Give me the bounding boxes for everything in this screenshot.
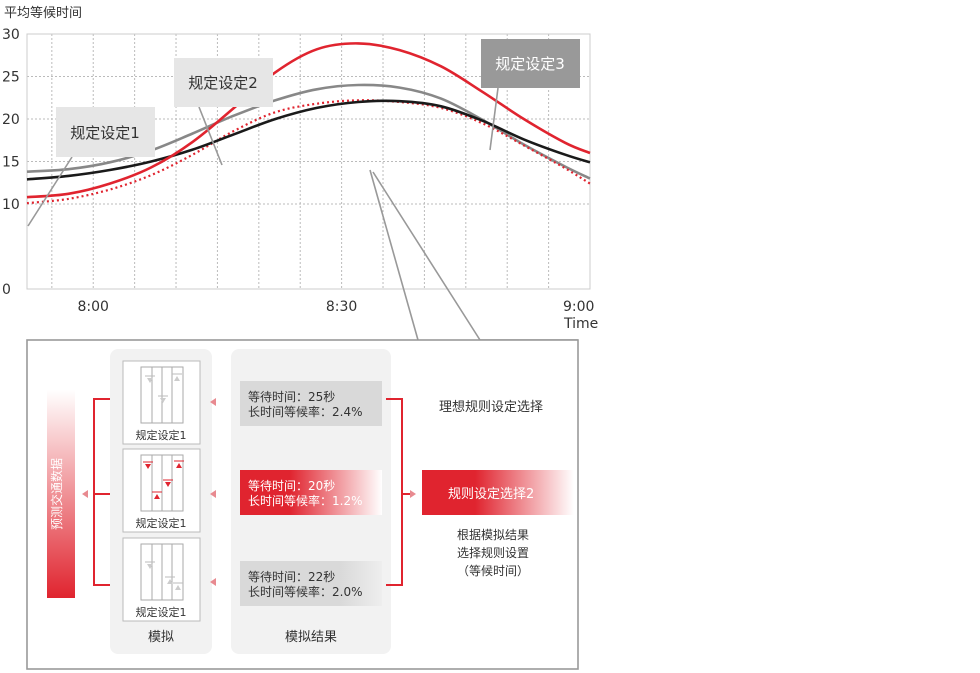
- x-tick-label: 8:30: [326, 299, 357, 315]
- simulation-label: 模拟: [148, 630, 174, 645]
- ideal-selection-label: 理想规则设定选择: [439, 399, 543, 415]
- signal-triangle-icon: [167, 579, 173, 584]
- signal-triangle-icon: [147, 564, 153, 569]
- result-box-1: [240, 381, 382, 426]
- arrow-left-2-icon: [210, 490, 216, 498]
- callout-1-leader: [27, 156, 73, 227]
- result-3-wait: 等待时间：22秒: [248, 570, 335, 584]
- results-label: 模拟结果: [285, 630, 337, 645]
- y-tick-label: 10: [2, 197, 20, 213]
- right-bracket: [386, 398, 403, 586]
- sim-card-label-3: 规定设定1: [136, 605, 187, 619]
- signal-triangle-icon: [147, 378, 153, 383]
- signal-triangle-icon: [176, 463, 182, 468]
- result-1-rate: 长时间等候率：2.4%: [248, 404, 363, 419]
- signal-triangle-icon: [145, 464, 151, 469]
- result-2-wait: 等待时间：20秒: [248, 479, 335, 493]
- sim-card-label-1: 规定设定1: [136, 428, 187, 442]
- zoom-connector-right: [372, 171, 578, 341]
- callout-3-label: 规定设定3: [495, 55, 565, 73]
- result-3-rate: 长时间等候率：2.0%: [248, 584, 363, 599]
- callout-2-label: 规定设定2: [188, 74, 258, 92]
- input-data-label: 预测交通数据: [49, 458, 64, 530]
- callout-1-label: 规定设定1: [70, 124, 140, 142]
- signal-triangle-icon: [174, 376, 180, 381]
- y-tick-label: 25: [2, 70, 20, 86]
- callout-2-box: [174, 58, 273, 107]
- note-line-2: 选择规则设置: [457, 545, 529, 560]
- arrow-left-3-icon: [210, 578, 216, 586]
- y-tick-label: 15: [2, 155, 20, 171]
- arrow-right-icon: [410, 490, 416, 498]
- signal-triangle-icon: [165, 482, 171, 487]
- result-box-2: [240, 470, 382, 515]
- y-tick-label: 30: [2, 27, 20, 43]
- series-line-4: [26, 99, 591, 205]
- note-line-3: （等候时间）: [457, 564, 529, 578]
- series-line-3: [26, 42, 591, 199]
- left-bracket: [93, 398, 110, 586]
- signal-triangle-icon: [154, 494, 160, 499]
- result-2-rate: 长时间等候率：1.2%: [248, 493, 363, 508]
- signal-triangle-icon: [175, 585, 181, 590]
- arrow-to-input-icon: [82, 490, 88, 498]
- x-tick-label: 9:00: [563, 299, 594, 315]
- simulation-flow: 预测交通数据 规定设定1 规定设定1 规定设定1 模拟 等待时间：25秒 长时间等候…: [26, 339, 579, 670]
- callout-3-box: [481, 39, 580, 88]
- x-tick-labels: 8:00 8:30 9:00: [78, 299, 595, 315]
- input-data-bar: [47, 390, 75, 598]
- selected-setting-label: 规则设定选择2: [448, 487, 534, 502]
- callout-3-leader: [489, 87, 499, 151]
- y-tick-label: 20: [2, 112, 20, 128]
- result-box-3: [240, 561, 382, 606]
- y-tick-labels: 0 10 15 20 25 30: [2, 27, 20, 298]
- x-axis-title: Time: [563, 316, 598, 332]
- y-tick-label: 0: [2, 282, 11, 298]
- callout-2-leader: [198, 106, 223, 166]
- chart-series: [26, 42, 591, 205]
- signal-triangle-icon: [160, 398, 166, 403]
- selected-setting-box: [422, 470, 574, 515]
- arrow-left-1-icon: [210, 398, 216, 406]
- callout-1-box: [56, 107, 155, 157]
- result-1-wait: 等待时间：25秒: [248, 390, 335, 404]
- x-tick-label: 8:00: [78, 299, 109, 315]
- zoom-connector-left: [369, 169, 419, 341]
- note-line-1: 根据模拟结果: [457, 528, 529, 542]
- sim-card-label-2: 规定设定1: [136, 516, 187, 530]
- waiting-time-chart: 0 10 15 20 25 30 8:00 8:30 9:00 Time 规定设定1 规定设定…: [2, 27, 598, 341]
- series-line-1: [26, 99, 591, 181]
- y-axis-title: 平均等候时间: [4, 6, 83, 21]
